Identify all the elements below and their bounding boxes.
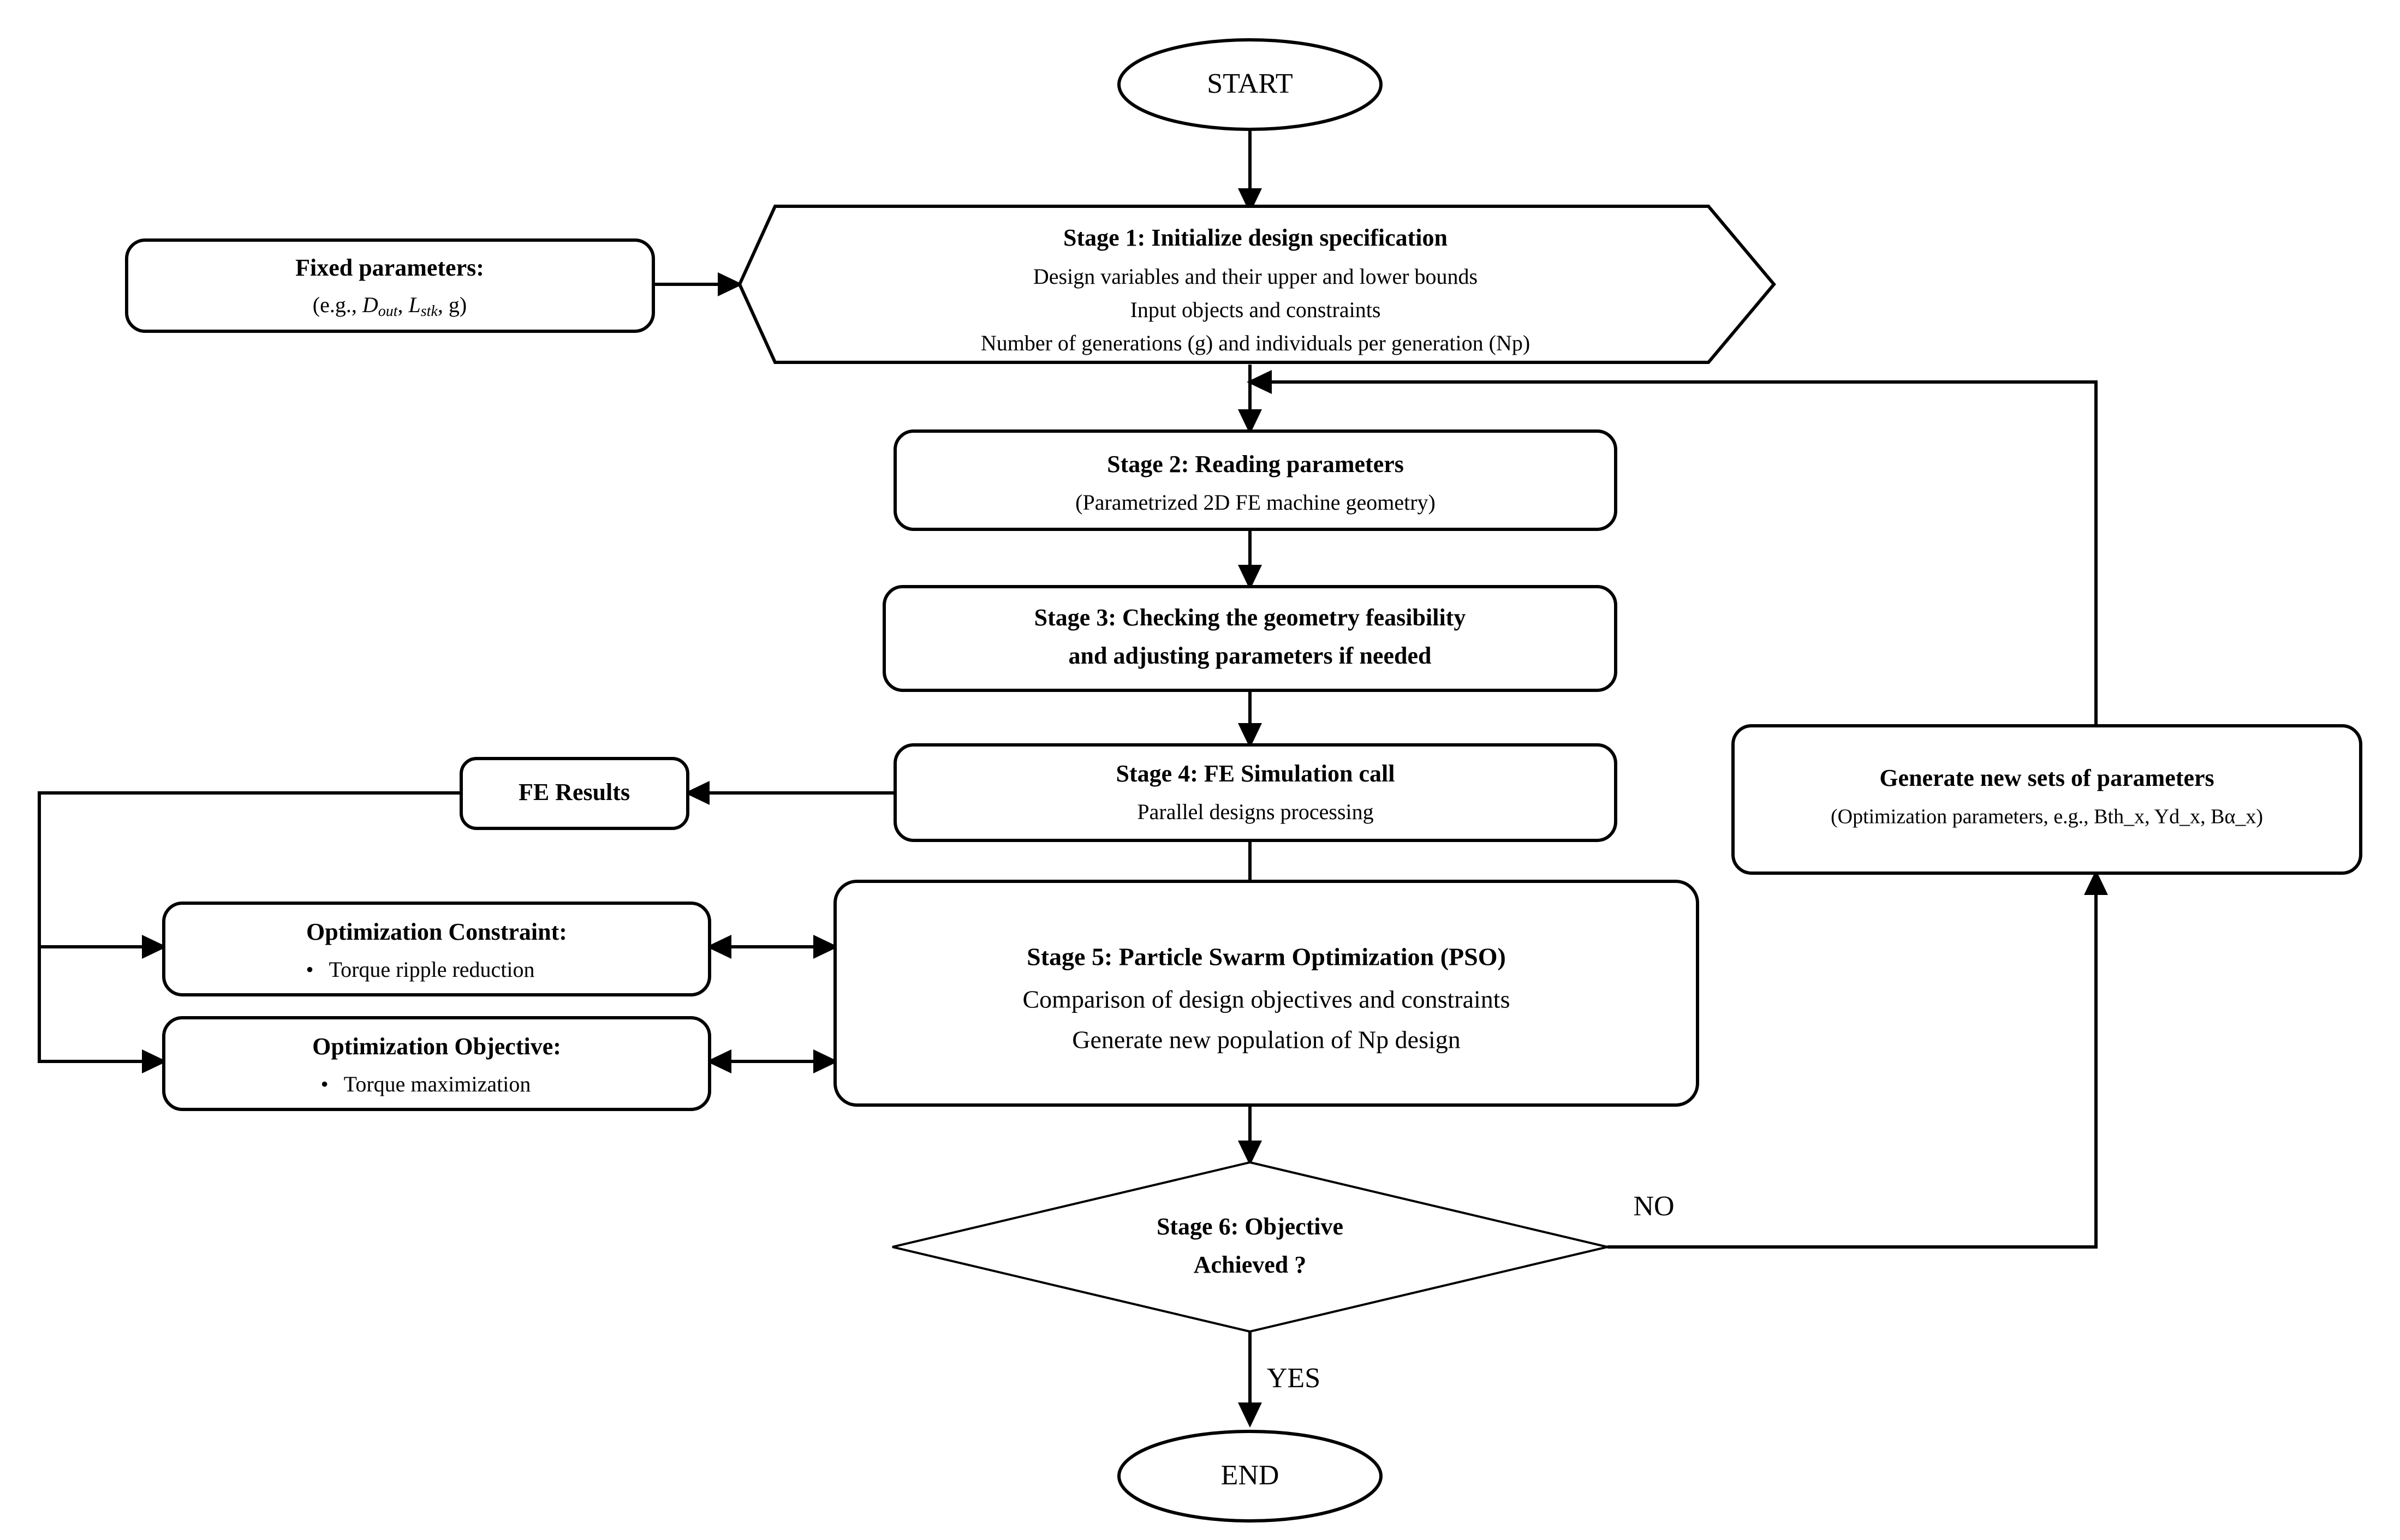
objective-item-text: Torque maximization [344, 1072, 531, 1096]
fixed-parameters-title: Fixed parameters: [295, 254, 484, 281]
node-stage2[interactable] [894, 429, 1617, 531]
fixed-parameters-detail: (e.g., Dout, Lstk, g) [313, 293, 467, 320]
stage5-line1: Comparison of design objectives and cons… [1022, 986, 1510, 1013]
optimization-objective-title: Optimization Objective: [312, 1033, 561, 1060]
fixed-params-sep2: , g) [438, 293, 467, 317]
stage5-line2: Generate new population of Np design [1072, 1026, 1461, 1054]
node-optimization-objective[interactable] [162, 1016, 711, 1111]
stage1-line1: Design variables and their upper and low… [1033, 264, 1478, 289]
node-start[interactable] [1117, 38, 1383, 131]
fixed-params-var2: L [408, 293, 421, 317]
node-stage6-decision[interactable] [892, 1161, 1608, 1333]
node-stage4[interactable] [894, 743, 1617, 842]
node-fixed-parameters[interactable] [125, 238, 655, 333]
start-label: START [1207, 68, 1293, 99]
fixed-params-prefix: (e.g., [313, 293, 362, 317]
node-stage5[interactable] [833, 880, 1699, 1107]
optimization-objective-item: • Torque maximization [321, 1072, 531, 1096]
stage1-line3: Number of generations (g) and individual… [981, 331, 1530, 355]
fixed-params-var1-sub: out [378, 303, 398, 320]
generate-parameters-line1: (Optimization parameters, e.g., Bth_x, Y… [1831, 805, 2263, 828]
optimization-constraint-title: Optimization Constraint: [306, 918, 567, 945]
edge-feedback-to-stage2-junction [1247, 370, 2098, 726]
edge-label-yes: YES [1267, 1363, 1320, 1394]
stage2-title: Stage 2: Reading parameters [1107, 451, 1404, 477]
stage6-title-line1: Stage 6: Objective [1157, 1213, 1343, 1240]
fixed-params-var2-sub: stk [421, 303, 438, 320]
stage6-title-line2: Achieved ? [1194, 1251, 1307, 1278]
stage4-line1: Parallel designs processing [1137, 799, 1373, 824]
node-stage3[interactable] [883, 585, 1617, 692]
stage4-title: Stage 4: FE Simulation call [1116, 760, 1395, 787]
optimization-constraint-item: • Torque ripple reduction [306, 957, 534, 982]
fe-results-label: FE Results [519, 779, 630, 805]
fixed-params-var1: D [362, 293, 378, 317]
node-optimization-constraint[interactable] [162, 902, 711, 996]
stage1-title: Stage 1: Initialize design specification [1063, 224, 1448, 251]
stage5-title: Stage 5: Particle Swarm Optimization (PS… [1027, 943, 1506, 971]
edge-feresults-to-objective [38, 947, 167, 1073]
stage1-line2: Input objects and constraints [1130, 297, 1381, 322]
stage3-title-line2: and adjusting parameters if needed [1069, 642, 1432, 669]
stage3-title-line1: Stage 3: Checking the geometry feasibili… [1034, 604, 1466, 631]
constraint-bullet-icon: • [306, 957, 313, 982]
edge-feresults-to-constraint [38, 791, 461, 959]
fixed-params-sep1: , [398, 293, 409, 317]
stage2-line1: (Parametrized 2D FE machine geometry) [1075, 490, 1436, 515]
node-end[interactable] [1117, 1430, 1383, 1523]
node-fe-results[interactable] [460, 757, 689, 830]
end-label: END [1221, 1460, 1279, 1491]
node-generate-parameters[interactable] [1731, 724, 2362, 875]
node-stage1[interactable] [737, 205, 1776, 364]
objective-bullet-icon: • [321, 1072, 329, 1096]
generate-parameters-title: Generate new sets of parameters [1879, 765, 2214, 791]
constraint-item-text: Torque ripple reduction [329, 957, 534, 982]
edge-label-no: NO [1633, 1191, 1674, 1222]
edge-stage6-no-to-generate [1607, 870, 2108, 1249]
